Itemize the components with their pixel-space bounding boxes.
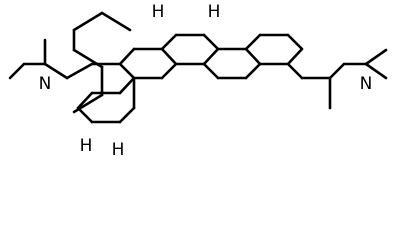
bond-d3 (244, 62, 262, 80)
bond-e1 (244, 33, 262, 51)
bond-a8 (118, 47, 136, 66)
bond-f3 (328, 62, 346, 80)
atom-label-h10: H (80, 136, 93, 156)
atom-label-n20: N (360, 74, 373, 94)
bond-f5 (364, 48, 388, 66)
bond-e3 (286, 33, 304, 51)
bond-c3 (202, 33, 220, 51)
bond-g1 (43, 62, 69, 80)
atom-label-n3: N (39, 74, 52, 94)
atom-label-h9: H (112, 140, 125, 160)
bond-f6 (364, 62, 388, 80)
bond-b1 (118, 76, 136, 95)
bond-lines (8, 11, 388, 124)
bond-c5-c10 (72, 11, 104, 32)
bond-e4 (286, 47, 304, 66)
bond-b6 (118, 106, 136, 124)
molecule-diagram: N N H H H H (8, 2, 388, 160)
atom-labels: N N H H H H (35, 2, 376, 160)
bond-c4 (202, 47, 220, 66)
bond-a1 (65, 62, 94, 80)
bond-a5 (160, 62, 178, 80)
bond-b4 (76, 106, 94, 124)
bond-a6 (160, 47, 178, 66)
bond-c10-c1 (100, 11, 132, 32)
atom-label-h8: H (152, 2, 165, 22)
atom-label-h14: H (208, 2, 221, 22)
bond-d4 (244, 47, 262, 66)
bond-d1 (202, 62, 220, 80)
bond-f1 (286, 62, 304, 80)
bond-g3 (8, 62, 26, 80)
bond-c1 (160, 33, 178, 51)
bond-b3 (76, 91, 94, 110)
bond-a3 (118, 62, 136, 80)
